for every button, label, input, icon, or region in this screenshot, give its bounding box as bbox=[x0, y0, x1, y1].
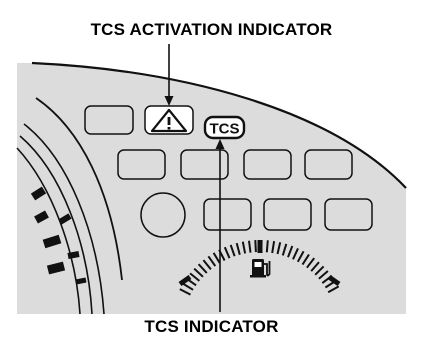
speedometer-tick bbox=[42, 234, 62, 249]
fuel-gauge-tick bbox=[248, 240, 252, 253]
tcs-indicator-icon: TCS bbox=[203, 115, 246, 140]
fuel-gauge-tick bbox=[182, 282, 194, 291]
indicator-lamp bbox=[203, 198, 252, 231]
fuel-gauge-tick bbox=[197, 263, 208, 274]
speedometer-ticks bbox=[30, 186, 87, 285]
fuel-gauge-tick bbox=[296, 250, 305, 263]
fuel-gauge-tick bbox=[254, 240, 257, 253]
fuel-gauge-tick bbox=[207, 255, 217, 267]
fuel-gauge-tick bbox=[301, 253, 310, 266]
fuel-gauge-tick bbox=[212, 252, 221, 264]
tcs-indicator-text: TCS bbox=[210, 121, 240, 138]
tcs-indicator-label: TCS INDICATOR bbox=[144, 317, 279, 336]
warning-triangle-icon bbox=[150, 108, 188, 133]
speedometer-tick bbox=[58, 213, 72, 225]
fuel-gauge-tick bbox=[193, 267, 204, 278]
fuel-gauge-tick bbox=[306, 257, 315, 269]
indicator-lamp-round bbox=[140, 192, 186, 238]
fuel-gauge-tick bbox=[241, 241, 247, 254]
speedometer-ring-arc-1 bbox=[23, 123, 105, 315]
speedometer-ring-arc-2 bbox=[19, 135, 93, 315]
fuel-gauge-tick bbox=[276, 242, 282, 255]
activation-indicator-callout-arrow bbox=[164, 44, 174, 106]
fuel-gauge-tick bbox=[287, 245, 294, 258]
tcs-activation-indicator-label: TCS ACTIVATION INDICATOR bbox=[90, 20, 333, 39]
fuel-gauge-tick bbox=[223, 246, 231, 259]
fuel-gauge-empty-tick bbox=[178, 274, 192, 287]
speedometer-tick bbox=[46, 261, 66, 275]
fuel-gauge-tick bbox=[310, 261, 320, 272]
speedometer-tick bbox=[67, 251, 80, 259]
fuel-gauge-tick bbox=[235, 242, 241, 255]
fuel-gauge-tick bbox=[271, 240, 276, 254]
indicator-lamp bbox=[84, 105, 134, 135]
fuel-gauge-tick bbox=[314, 265, 325, 276]
speedometer-tick bbox=[34, 210, 49, 224]
fuel-gauge-tick bbox=[179, 288, 191, 296]
speedometer-outer-arc bbox=[35, 97, 123, 281]
fuel-gauge-tick bbox=[202, 259, 212, 271]
fuel-gauge-tick bbox=[189, 272, 201, 282]
fuel-gauge-full-tick bbox=[327, 274, 341, 287]
indicator-lamp bbox=[304, 149, 353, 180]
dash-top-area bbox=[17, 47, 406, 188]
fuel-gauge-tick bbox=[292, 247, 299, 260]
indicator-lamp bbox=[117, 149, 166, 180]
fuel-gauge-ticks bbox=[179, 239, 340, 296]
fuel-gauge-tick bbox=[281, 243, 288, 256]
fuel-gauge-tick bbox=[318, 270, 329, 280]
fuel-gauge-tick bbox=[265, 240, 269, 253]
indicator-lamp bbox=[180, 149, 229, 180]
fuel-gauge-tick bbox=[229, 244, 236, 257]
fuel-gauge-tick bbox=[327, 285, 340, 294]
speedometer-tick bbox=[75, 277, 87, 285]
dash-edge-curve bbox=[31, 61, 407, 189]
indicator-lamp bbox=[263, 198, 312, 231]
tcs-indicator-callout-arrow bbox=[215, 139, 225, 312]
indicator-lamp bbox=[243, 149, 292, 180]
fuel-pump-icon bbox=[250, 259, 271, 278]
indicator-lamp bbox=[324, 198, 373, 231]
speedometer-tick bbox=[30, 186, 47, 201]
